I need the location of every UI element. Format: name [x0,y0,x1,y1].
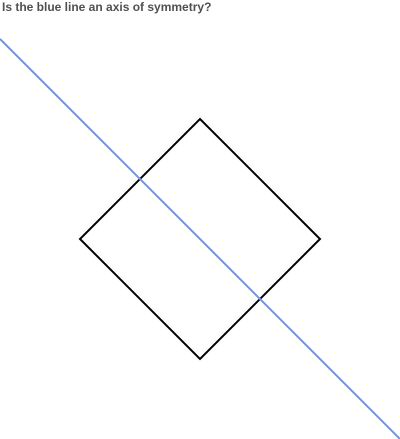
question-text: Is the blue line an axis of symmetry? [2,0,212,14]
square-shape [78,117,322,361]
blue-line [0,38,400,439]
